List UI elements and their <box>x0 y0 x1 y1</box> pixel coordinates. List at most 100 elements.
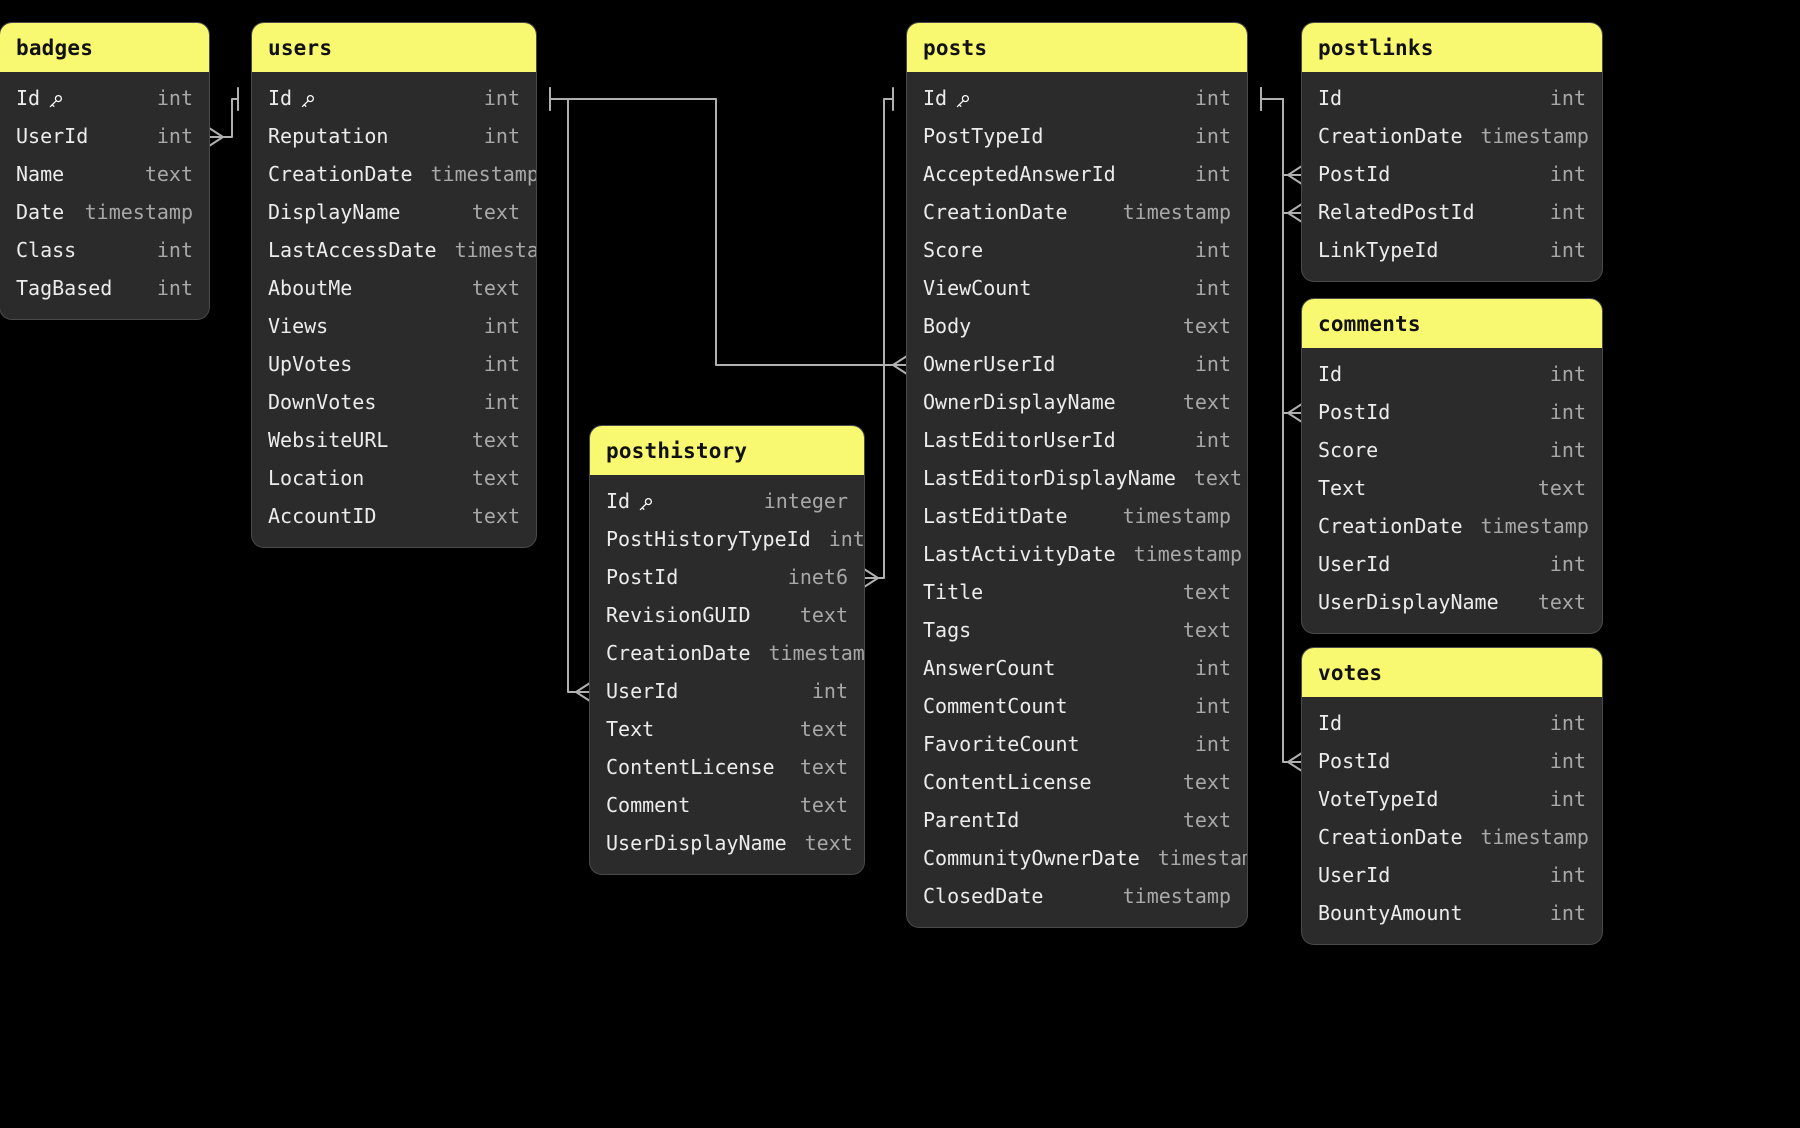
table-header-comments[interactable]: comments <box>1302 299 1602 348</box>
column-name-label: CommentCount <box>923 694 1068 718</box>
table-header-posts[interactable]: posts <box>907 23 1247 72</box>
column-name: UserId <box>1318 552 1390 576</box>
column-name: PostId <box>606 565 678 589</box>
column-type: timestamp <box>1157 846 1247 870</box>
table-header-postlinks[interactable]: postlinks <box>1302 23 1602 72</box>
column-row[interactable]: CommunityOwnerDatetimestamp <box>907 839 1247 877</box>
column-name-label: ViewCount <box>923 276 1032 300</box>
column-row[interactable]: LastAccessDatetimestamp <box>252 231 536 269</box>
column-name-label: OwnerUserId <box>923 352 1056 376</box>
column-name-label: Id <box>268 86 293 110</box>
column-name-label: Location <box>268 466 365 490</box>
column-type: text <box>1182 618 1231 642</box>
table-header-badges[interactable]: badges <box>0 23 209 72</box>
column-name-label: RelatedPostId <box>1318 200 1475 224</box>
column-name: RelatedPostId <box>1318 200 1475 224</box>
table-header-votes[interactable]: votes <box>1302 648 1602 697</box>
column-type: int <box>1194 656 1231 680</box>
table-header-users[interactable]: users <box>252 23 536 72</box>
column-name: AcceptedAnswerId <box>923 162 1116 186</box>
column-type: text <box>1182 390 1231 414</box>
column-name: FavoriteCount <box>923 732 1080 756</box>
column-name-label: PostId <box>1318 749 1391 773</box>
table-header-posthistory[interactable]: posthistory <box>590 426 864 475</box>
